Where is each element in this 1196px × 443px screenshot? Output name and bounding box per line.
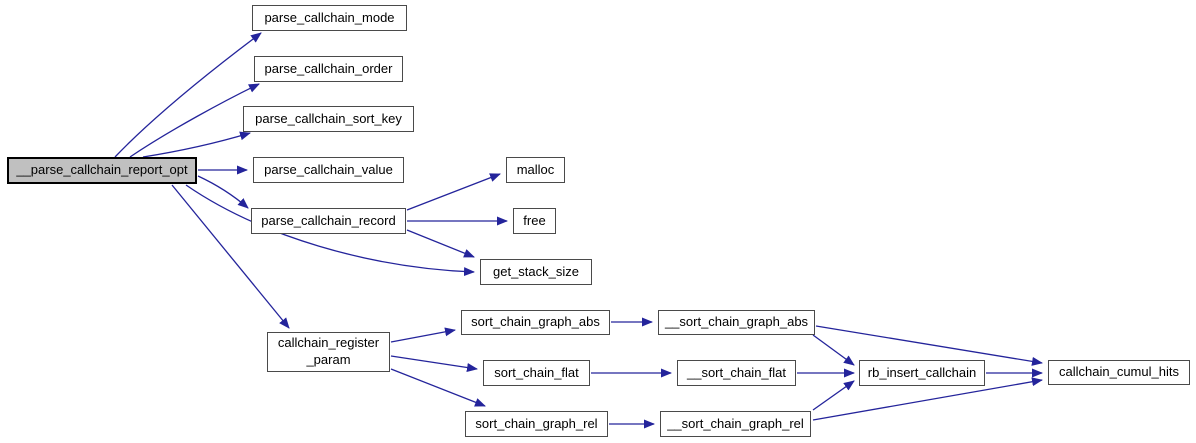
node-get_stack_size[interactable]: get_stack_size — [480, 259, 592, 285]
node-__parse_callchain_report_opt[interactable]: __parse_callchain_report_opt — [7, 157, 197, 184]
node-parse_callchain_sort_key[interactable]: parse_callchain_sort_key — [243, 106, 414, 132]
node-parse_callchain_order[interactable]: parse_callchain_order — [254, 56, 403, 82]
edge-root-to-callchain_register_param — [171, 184, 290, 329]
edge-root-to-parse_callchain_sort_key — [142, 131, 251, 158]
edge-__sort_chain_graph_abs-to-rb_insert_callchain — [812, 334, 855, 366]
node-__sort_chain_graph_abs[interactable]: __sort_chain_graph_abs — [658, 310, 815, 335]
edge-__sort_chain_graph_rel-to-rb_insert_callchain — [812, 380, 855, 411]
node-__sort_chain_flat[interactable]: __sort_chain_flat — [677, 360, 796, 386]
node-parse_callchain_value[interactable]: parse_callchain_value — [253, 157, 404, 183]
node-label: __sort_chain_flat — [686, 364, 786, 380]
node-label: parse_callchain_order — [264, 60, 393, 76]
node-__sort_chain_graph_rel[interactable]: __sort_chain_graph_rel — [660, 411, 811, 437]
edge-__sort_chain_graph_rel-to-callchain_cumul_hits — [812, 377, 1043, 421]
node-free[interactable]: free — [513, 208, 556, 234]
edge-callchain_register_param-to-sort_chain_graph_rel — [390, 368, 486, 407]
node-label: callchain_cumul_hits — [1059, 364, 1179, 380]
node-label: free — [523, 212, 546, 228]
edge-parse_callchain_record-to-malloc — [406, 173, 501, 211]
edge-callchain_register_param-to-sort_chain_graph_abs — [390, 327, 456, 343]
edge-root-to-get_stack_size — [185, 184, 475, 277]
node-label: sort_chain_flat — [494, 364, 579, 380]
node-malloc[interactable]: malloc — [506, 157, 565, 183]
node-sort_chain_flat[interactable]: sort_chain_flat — [483, 360, 590, 386]
node-sort_chain_graph_rel[interactable]: sort_chain_graph_rel — [465, 411, 608, 437]
edge-root-to-parse_callchain_order — [129, 83, 260, 158]
node-label: parse_callchain_mode — [264, 9, 395, 25]
node-label: __sort_chain_graph_abs — [664, 314, 809, 330]
node-label: callchain_register _param — [277, 335, 380, 367]
edge-root-to-parse_callchain_mode — [114, 32, 262, 158]
node-label: get_stack_size — [493, 263, 579, 279]
node-sort_chain_graph_abs[interactable]: sort_chain_graph_abs — [461, 310, 610, 335]
edge-callchain_register_param-to-sort_chain_flat — [390, 355, 478, 372]
node-label: parse_callchain_sort_key — [255, 110, 402, 126]
node-callchain_register_param[interactable]: callchain_register _param — [267, 332, 390, 372]
node-rb_insert_callchain[interactable]: rb_insert_callchain — [859, 360, 985, 386]
node-label: __sort_chain_graph_rel — [667, 415, 804, 431]
node-callchain_cumul_hits[interactable]: callchain_cumul_hits — [1048, 360, 1190, 385]
node-label: parse_callchain_value — [264, 161, 393, 177]
edge-root-to-parse_callchain_record — [197, 175, 249, 209]
node-parse_callchain_mode[interactable]: parse_callchain_mode — [252, 5, 407, 31]
node-label: parse_callchain_record — [261, 212, 396, 228]
node-label: __parse_callchain_report_opt — [16, 162, 188, 178]
node-label: sort_chain_graph_abs — [471, 314, 600, 330]
node-label: sort_chain_graph_rel — [475, 415, 598, 431]
edge-parse_callchain_record-to-get_stack_size — [406, 229, 475, 258]
edge-__sort_chain_graph_abs-to-callchain_cumul_hits — [815, 325, 1043, 366]
node-label: rb_insert_callchain — [867, 364, 977, 380]
node-parse_callchain_record[interactable]: parse_callchain_record — [251, 208, 406, 234]
node-label: malloc — [516, 161, 555, 177]
